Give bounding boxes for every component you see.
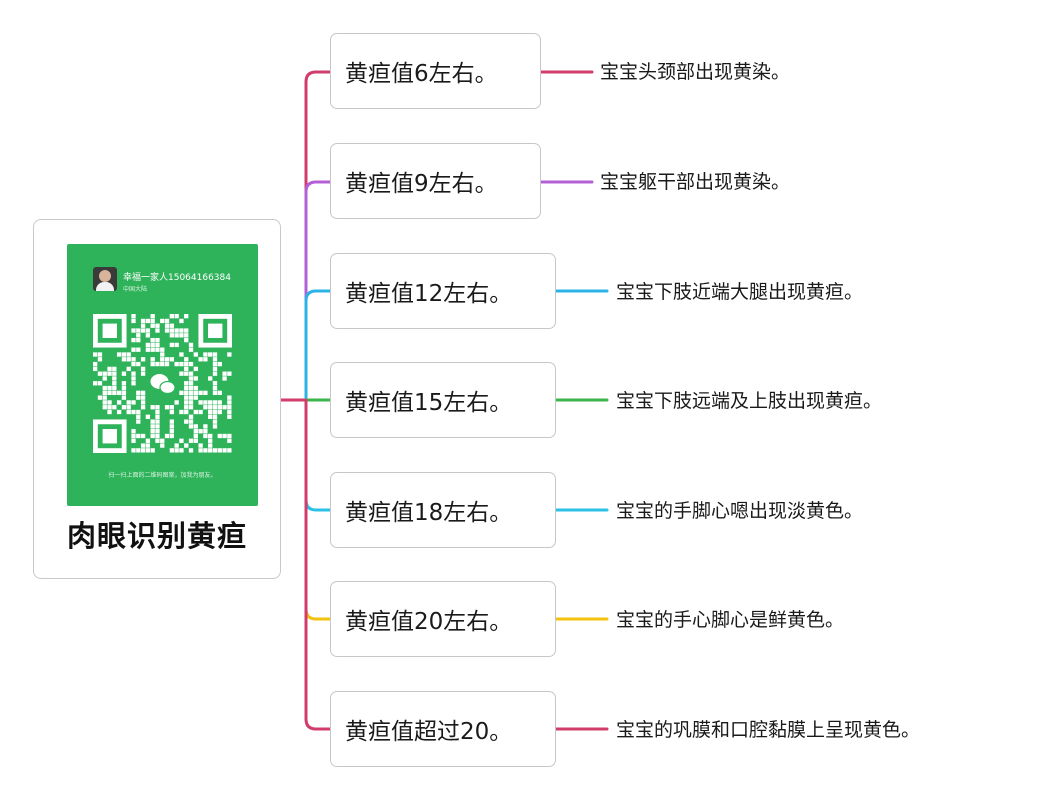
- branch-label-2: 黄疸值9左右。: [345, 171, 498, 197]
- branch-label-6: 黄疸值20左右。: [345, 609, 513, 635]
- branch-connector-3: [304, 289, 332, 402]
- branch-node-2: 黄疸值9左右。: [330, 143, 541, 219]
- branch-node-6: 黄疸值20左右。: [330, 581, 556, 657]
- qr-code-image: [93, 314, 232, 453]
- branch-node-1: 黄疸值6左右。: [330, 33, 541, 109]
- branch-connector-7: [304, 398, 332, 731]
- branch-description-2: 宝宝躯干部出现黄染。: [600, 171, 791, 193]
- wechat-qr-card: 幸福一家人15064166384 中国大陆 扫一扫上面的二维码图案，加我为朋友。: [67, 244, 258, 506]
- root-topic-title: 肉眼识别黄疸: [66, 519, 247, 553]
- avatar: [93, 267, 117, 291]
- branch-description-7: 宝宝的巩膜和口腔黏膜上呈现黄色。: [616, 719, 921, 741]
- branch-label-5: 黄疸值18左右。: [345, 500, 513, 526]
- qr-profile-region: 中国大陆: [123, 286, 148, 293]
- branch-connector-5: [304, 398, 332, 512]
- qr-profile-name: 幸福一家人15064166384: [123, 273, 231, 283]
- branch-connector-2: [304, 180, 332, 402]
- branch-node-4: 黄疸值15左右。: [330, 362, 556, 438]
- branch-description-1: 宝宝头颈部出现黄染。: [600, 61, 791, 83]
- wechat-logo-icon: [150, 374, 176, 395]
- branch-node-5: 黄疸值18左右。: [330, 472, 556, 548]
- branch-label-7: 黄疸值超过20。: [345, 719, 513, 745]
- branch-description-3: 宝宝下肢近端大腿出现黄疸。: [616, 281, 864, 303]
- root-topic-card: 幸福一家人15064166384 中国大陆 扫一扫上面的二维码图案，加我为朋友。…: [33, 219, 281, 579]
- branch-description-5: 宝宝的手脚心嗯出现淡黄色。: [616, 500, 864, 522]
- branch-label-3: 黄疸值12左右。: [345, 281, 513, 307]
- branch-description-4: 宝宝下肢远端及上肢出现黄疸。: [616, 390, 883, 412]
- branch-label-1: 黄疸值6左右。: [345, 61, 498, 87]
- branch-connector-1: [304, 70, 332, 402]
- branch-label-4: 黄疸值15左右。: [345, 390, 513, 416]
- branch-description-6: 宝宝的手心脚心是鲜黄色。: [616, 609, 845, 631]
- qr-scan-hint: 扫一扫上面的二维码图案，加我为朋友。: [108, 472, 217, 479]
- branch-node-3: 黄疸值12左右。: [330, 253, 556, 329]
- branch-node-7: 黄疸值超过20。: [330, 691, 556, 767]
